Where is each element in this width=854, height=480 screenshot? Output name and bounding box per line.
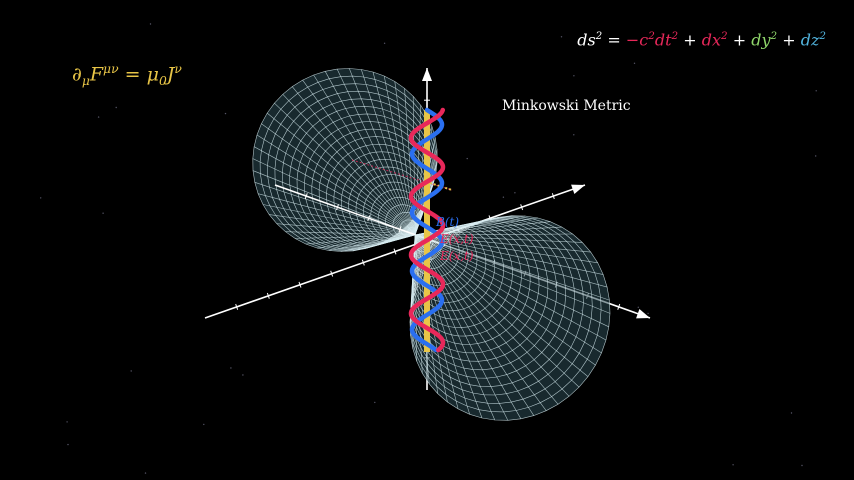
metric-equation: ds2 = −c2dt2 + dx2 + dy2 + dz2 bbox=[577, 30, 826, 49]
current-symbol: J bbox=[166, 63, 175, 86]
cone-ring bbox=[409, 215, 611, 421]
x-axis-tick bbox=[367, 215, 371, 222]
cone-ring bbox=[410, 219, 567, 379]
x-axis-tick bbox=[304, 193, 308, 200]
x-axis-tick bbox=[617, 303, 621, 310]
star bbox=[242, 374, 244, 376]
equals-sign: = bbox=[602, 30, 626, 50]
ds-power: 2 bbox=[595, 30, 603, 42]
star bbox=[130, 370, 132, 372]
cone-ring bbox=[412, 227, 487, 303]
current-index: ν bbox=[174, 62, 182, 76]
star bbox=[383, 42, 386, 44]
time-axis-arrowhead bbox=[422, 68, 432, 81]
star bbox=[224, 112, 227, 115]
y-axis-arrowhead bbox=[571, 184, 585, 195]
star bbox=[230, 367, 232, 369]
star bbox=[115, 106, 117, 109]
x-axis-tick bbox=[336, 204, 339, 211]
cone-ring bbox=[411, 223, 531, 345]
star bbox=[203, 423, 205, 426]
star bbox=[466, 157, 468, 160]
star bbox=[815, 90, 817, 92]
x-axis-tick bbox=[398, 226, 402, 233]
star bbox=[732, 464, 734, 466]
star bbox=[40, 197, 42, 199]
plus-sign: + bbox=[678, 30, 702, 50]
star bbox=[633, 62, 636, 64]
dt-power: 2 bbox=[671, 30, 679, 42]
star bbox=[647, 312, 649, 315]
equals-sign: = bbox=[118, 63, 147, 86]
light-cone-lower bbox=[409, 215, 611, 421]
star bbox=[97, 116, 100, 118]
electric-field-label-2: E(x,t) bbox=[440, 249, 474, 263]
y-axis-tick bbox=[520, 204, 524, 211]
ds-term: ds bbox=[577, 30, 596, 50]
star bbox=[790, 412, 793, 414]
star bbox=[801, 464, 803, 467]
cone-ring bbox=[410, 217, 593, 404]
star bbox=[560, 36, 563, 38]
star bbox=[815, 155, 817, 157]
star bbox=[66, 421, 68, 423]
star bbox=[374, 401, 376, 404]
field-tensor: F bbox=[89, 63, 104, 86]
wave-group bbox=[408, 107, 446, 353]
partial-symbol: ∂ bbox=[72, 63, 82, 86]
field-indices: μν bbox=[103, 62, 119, 76]
mu-symbol: μ bbox=[146, 63, 159, 86]
plus-sign: + bbox=[727, 30, 752, 50]
star bbox=[502, 196, 505, 198]
y-axis-tick bbox=[330, 270, 334, 277]
dx-power: 2 bbox=[721, 30, 728, 42]
partial-index: μ bbox=[81, 74, 90, 89]
dt-term: dt bbox=[654, 30, 672, 50]
dz-power: 2 bbox=[819, 30, 826, 42]
cone-ring bbox=[410, 218, 575, 387]
dy-term: dy bbox=[751, 30, 771, 50]
y-axis-tick bbox=[393, 248, 397, 255]
electric-field-label: E(x,t) bbox=[440, 232, 474, 246]
maxwell-equation: ∂μFμν = μ0Jν bbox=[72, 62, 182, 88]
mu-index: 0 bbox=[158, 74, 167, 89]
x-axis-arrowhead bbox=[636, 308, 650, 319]
star bbox=[573, 75, 575, 77]
y-axis-tick bbox=[551, 193, 555, 200]
light-cone-upper bbox=[252, 68, 438, 252]
cone-ring bbox=[252, 68, 438, 252]
y-axis-tick bbox=[266, 292, 270, 299]
y-axis-tick bbox=[235, 303, 239, 310]
star bbox=[144, 472, 147, 474]
magnetic-wave bbox=[409, 107, 445, 353]
star bbox=[149, 23, 152, 25]
star bbox=[514, 192, 516, 194]
star bbox=[67, 443, 69, 446]
star bbox=[637, 306, 639, 308]
dx-term: dx bbox=[701, 30, 722, 50]
star bbox=[102, 212, 104, 214]
metric-title: Minkowski Metric bbox=[502, 98, 631, 114]
dy-power: 2 bbox=[770, 30, 778, 42]
cone-ring bbox=[413, 228, 478, 295]
y-axis-tick bbox=[361, 259, 365, 266]
star bbox=[573, 134, 575, 136]
cone-ring bbox=[409, 216, 602, 413]
electric-wave bbox=[408, 107, 446, 353]
magnetic-field-label: B(t) bbox=[436, 215, 460, 229]
plus-sign: + bbox=[777, 30, 801, 50]
dz-term: dz bbox=[800, 30, 820, 50]
cone-ring bbox=[410, 217, 584, 396]
c-power: 2 bbox=[648, 30, 655, 42]
red-dashed-vector bbox=[351, 159, 453, 191]
y-axis-tick bbox=[298, 281, 302, 288]
time-term: −c bbox=[625, 30, 649, 50]
